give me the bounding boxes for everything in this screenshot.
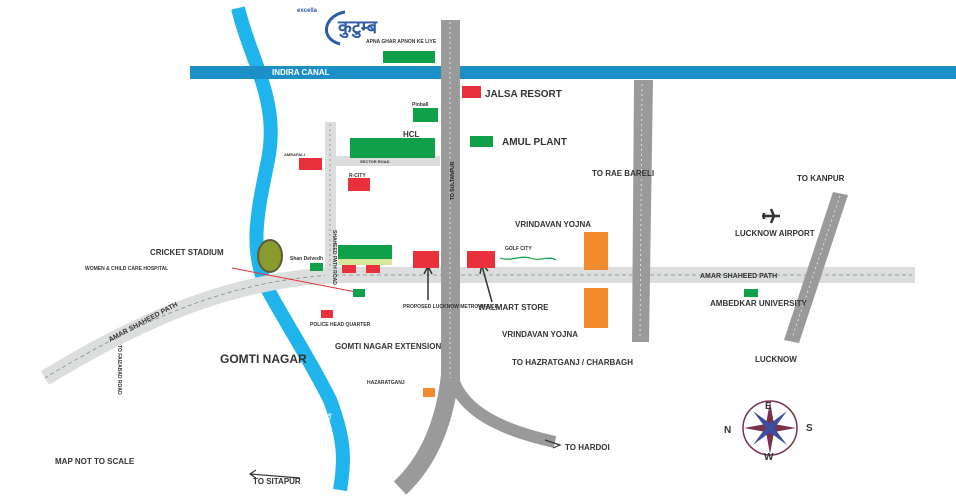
compass-rose-icon xyxy=(742,400,798,456)
vrindavan-block-top xyxy=(584,232,608,270)
cricket-stadium-label: CRICKET STADIUM xyxy=(150,248,224,257)
ambedkar-label: AMBEDKAR UNIVERSITY xyxy=(710,299,808,308)
hospital-pointer xyxy=(231,267,357,293)
hardoi-label: TO HARDOI xyxy=(565,443,610,452)
gomti-ext-label: GOMTI NAGAR EXTENSION xyxy=(335,342,441,351)
jalsa-block xyxy=(462,86,481,98)
shan-label: Shan Delvedh xyxy=(290,256,323,262)
sultanpur-road xyxy=(441,20,460,380)
scale-note: MAP NOT TO SCALE xyxy=(55,457,135,466)
river-label-lower: GOMTI RIVER xyxy=(318,412,334,446)
logo-tagline: APNA GHAR APNON KE LIYE xyxy=(366,39,437,45)
walmart-label: WALMART STORE xyxy=(478,303,549,312)
hcl-label: HCL xyxy=(403,130,420,139)
airport-label: LUCKNOW AIRPORT xyxy=(735,229,815,238)
hcl-block xyxy=(350,138,435,158)
sultanpur-label: TO SULTANPUR xyxy=(450,161,456,200)
kutumb-site xyxy=(383,51,435,63)
metro-block xyxy=(413,251,439,268)
map-blocks xyxy=(299,51,758,397)
kutumb-logo xyxy=(324,10,346,46)
faizabad-label: TO FAIZABAD ROAD xyxy=(116,345,122,395)
golf-label: GOLF CITY xyxy=(505,246,532,252)
walmart-block xyxy=(467,251,495,268)
hardoi-arrow xyxy=(544,439,562,449)
hazaratganj-block xyxy=(423,388,435,397)
airplane-icon xyxy=(762,208,780,224)
hospital-label: WOMEN & CHILD CARE HOSPITAL xyxy=(85,266,168,272)
internal-road xyxy=(336,156,440,166)
rcity-label: R-CITY xyxy=(349,173,366,179)
amar-shaheed-path-label: AMAR SHAHEED PATH xyxy=(700,273,777,280)
rcity-block xyxy=(348,178,370,191)
amul-block xyxy=(470,136,493,147)
hazratganj-charbagh-label: TO HAZRATGANJ / CHARBAGH xyxy=(512,358,633,367)
amul-label: AMUL PLANT xyxy=(502,137,567,148)
police-label: POLICE HEAD QUARTER xyxy=(310,322,371,328)
amrapali-label: AMRAPALI xyxy=(284,152,305,157)
rae-bareli-label: TO RAE BARELI xyxy=(592,169,654,178)
rae-bareli-road xyxy=(632,80,653,342)
compass-n: N xyxy=(724,425,731,436)
hazaratganj-label: HAZARATGANJ xyxy=(367,380,405,386)
ring-road-label: SHAHEED PATH ROAD xyxy=(331,230,337,285)
cricket-stadium-icon xyxy=(257,239,283,273)
pinball-label: Pinball xyxy=(412,102,429,108)
hardoi-road xyxy=(446,373,557,448)
metro-label: PROPOSED LUCKNOW METRO OFFICE xyxy=(403,304,499,310)
vrindavan-block-bottom xyxy=(584,288,608,328)
compass-w: W xyxy=(764,452,774,463)
shan-block xyxy=(310,263,323,271)
jalsa-label: JALSA RESORT xyxy=(485,89,562,100)
ring-road xyxy=(325,122,336,277)
golf-course xyxy=(499,256,557,261)
compass-e: E xyxy=(765,401,772,412)
logo-name: कुटुम्ब xyxy=(337,17,378,39)
logo-brand: excella xyxy=(297,8,318,14)
amar-shaheed-path-left-label: AMAR SHAHEED PATH xyxy=(108,301,179,343)
hospital-block xyxy=(353,289,365,297)
sitapur-road xyxy=(393,373,459,495)
vrindavan-bottom-label: VRINDAVAN YOJNA xyxy=(502,330,578,339)
river-label: GOMTI RIVER xyxy=(250,129,262,163)
ambedkar-block xyxy=(744,289,758,297)
sitapur-label: TO SITAPUR xyxy=(253,477,301,486)
internal-road-label: SECTOR ROAD xyxy=(360,159,390,164)
amrapali-block xyxy=(299,158,322,170)
sitapur-arrow xyxy=(248,469,301,479)
police-block xyxy=(321,310,333,318)
canal-label: INDIRA CANAL xyxy=(272,68,330,77)
kanpur-label: TO KANPUR xyxy=(797,174,845,183)
vrindavan-top-label: VRINDAVAN YOJNA xyxy=(515,220,591,229)
gomti-nagar-label: GOMTI NAGAR xyxy=(220,352,307,366)
indira-canal xyxy=(190,66,956,79)
compass-s: S xyxy=(806,423,813,434)
pinball-block xyxy=(413,108,438,122)
lucknow-label: LUCKNOW xyxy=(755,355,797,364)
